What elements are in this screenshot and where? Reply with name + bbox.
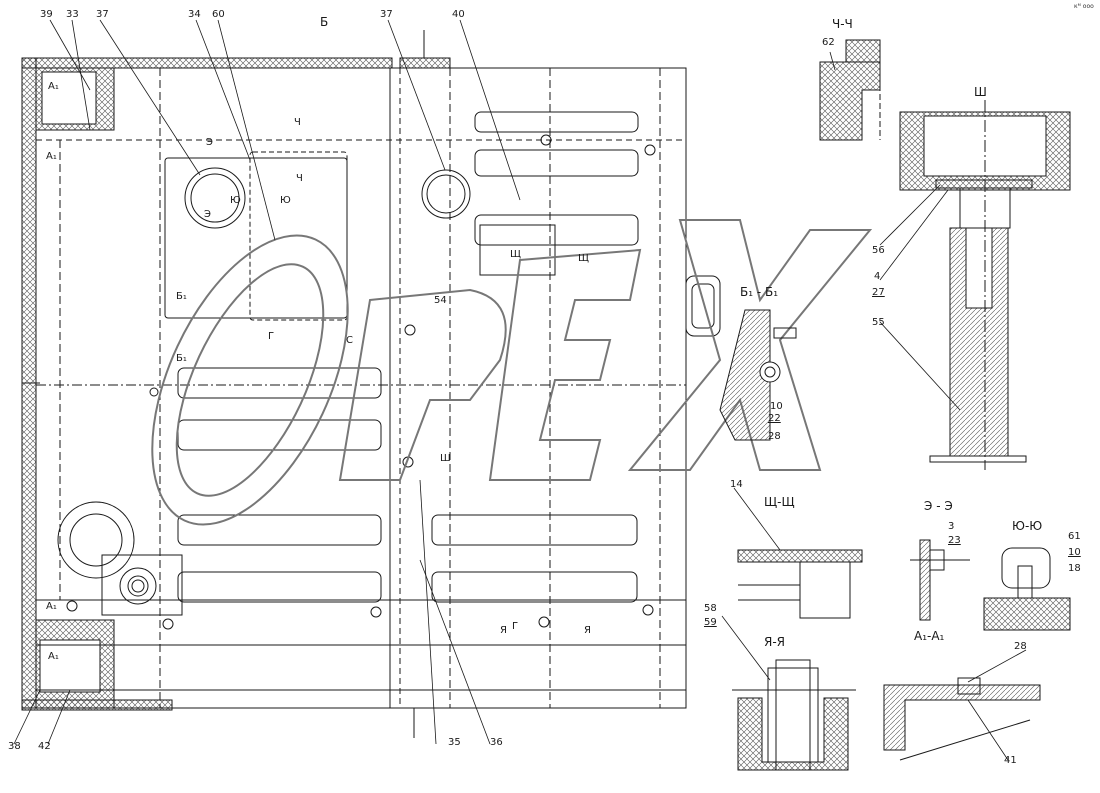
callout-3: 3 (948, 521, 955, 532)
callout-61: 61 (1068, 531, 1081, 542)
cut-label-yu: Ю (230, 195, 241, 206)
callout-28: 28 (1014, 641, 1027, 652)
callout-14: 14 (730, 479, 743, 490)
slot (177, 367, 382, 399)
corner-mark: кᴹ ооо (1074, 3, 1094, 10)
callout-23: 23 (948, 535, 961, 546)
section-title-ch-ch: Ч-Ч (832, 17, 853, 31)
main-floor-plan (21, 30, 721, 738)
cut-label-b1: Б₁ (176, 353, 187, 364)
callout-60: 60 (212, 9, 225, 20)
callout-18: 18 (1068, 563, 1081, 574)
section-yu-yu (983, 547, 1071, 631)
section-title-ya-ya: Я-Я (764, 635, 786, 649)
cut-label-a1: А₁ (48, 651, 59, 662)
bolts (66, 134, 656, 630)
cut-label-s: С (346, 335, 353, 346)
slot (177, 419, 382, 451)
callout-36: 36 (490, 737, 503, 748)
section-ch-ch (819, 39, 881, 141)
section-sh (899, 100, 1071, 470)
callout-37b: 37 (380, 9, 393, 20)
leader-lines (13, 19, 1027, 761)
section-title-b1-b1: Б₁ - Б₁ (740, 285, 779, 299)
callout-34: 34 (188, 9, 201, 20)
section-title-a1-a1: А₁-А₁ (914, 629, 945, 643)
callout-62: 62 (822, 37, 835, 48)
callout-27: 27 (872, 287, 885, 298)
view-label-b: Б (320, 15, 329, 29)
cut-label-g: Г (512, 621, 519, 632)
callout-33: 33 (66, 9, 79, 20)
callout-59: 59 (704, 617, 717, 628)
cut-label-yu: Ю (280, 195, 291, 206)
cut-label-e: Э (204, 209, 211, 220)
section-title-sh: Ш (974, 85, 987, 99)
slot (431, 514, 638, 546)
cut-label-sh: Щ (510, 249, 521, 260)
callout-37: 37 (96, 9, 109, 20)
section-title-sh-sh: Щ-Щ (764, 495, 795, 509)
callout-28: 28 (768, 431, 781, 442)
section-28-41 (883, 677, 1041, 761)
bottom-wall (21, 699, 173, 711)
round-hatch-mid (421, 169, 471, 219)
slot (474, 214, 639, 246)
hatch-cover (164, 157, 348, 319)
cut-label-a1: А₁ (46, 151, 57, 162)
cut-label-ch: Ч (294, 117, 301, 128)
callout-58: 58 (704, 603, 717, 614)
callout-42: 42 (38, 741, 51, 752)
cut-label-e: Э (206, 137, 213, 148)
round-hatch-left (184, 167, 246, 229)
floor-panel (35, 67, 687, 709)
callout-39: 39 (40, 9, 53, 20)
top-wall (21, 57, 393, 69)
side-bracket (685, 275, 721, 337)
cut-label-g: Г (268, 331, 275, 342)
callout-22: 22 (768, 413, 781, 424)
slot (431, 571, 638, 603)
flange (101, 554, 183, 616)
cut-label-b1: Б₁ (176, 291, 187, 302)
callout-4: 4 (874, 271, 881, 282)
section-e-e (910, 539, 970, 621)
callout-10: 10 (1068, 547, 1081, 558)
section-title-yu-yu: Ю-Ю (1012, 519, 1043, 533)
cut-label-ya: Я (500, 625, 507, 636)
watermark (151, 219, 873, 526)
cut-label-ch: Ч (296, 173, 303, 184)
callout-41: 41 (1004, 755, 1017, 766)
callout-55: 55 (872, 317, 885, 328)
callout-38: 38 (8, 741, 21, 752)
callout-40: 40 (452, 9, 465, 20)
slot (474, 111, 639, 133)
section-sh-sh (737, 549, 863, 619)
cut-label-ya: Я (584, 625, 591, 636)
callout-56: 56 (872, 245, 885, 256)
callout-10: 10 (770, 401, 783, 412)
slot (177, 514, 382, 546)
section-ya-ya (732, 659, 856, 771)
slot (474, 149, 639, 177)
callout-54: 54 (434, 295, 447, 306)
cut-label-a1: А₁ (46, 601, 57, 612)
manhole (57, 501, 135, 579)
cut-label-a1: А₁ (48, 81, 59, 92)
section-b1-b1 (719, 309, 797, 441)
callout-35: 35 (448, 737, 461, 748)
slot (177, 571, 382, 603)
cut-label-sh: Щ (578, 253, 589, 264)
cut-label-sh: Ш (440, 453, 451, 464)
section-title-e-e: Э - Э (924, 499, 953, 513)
